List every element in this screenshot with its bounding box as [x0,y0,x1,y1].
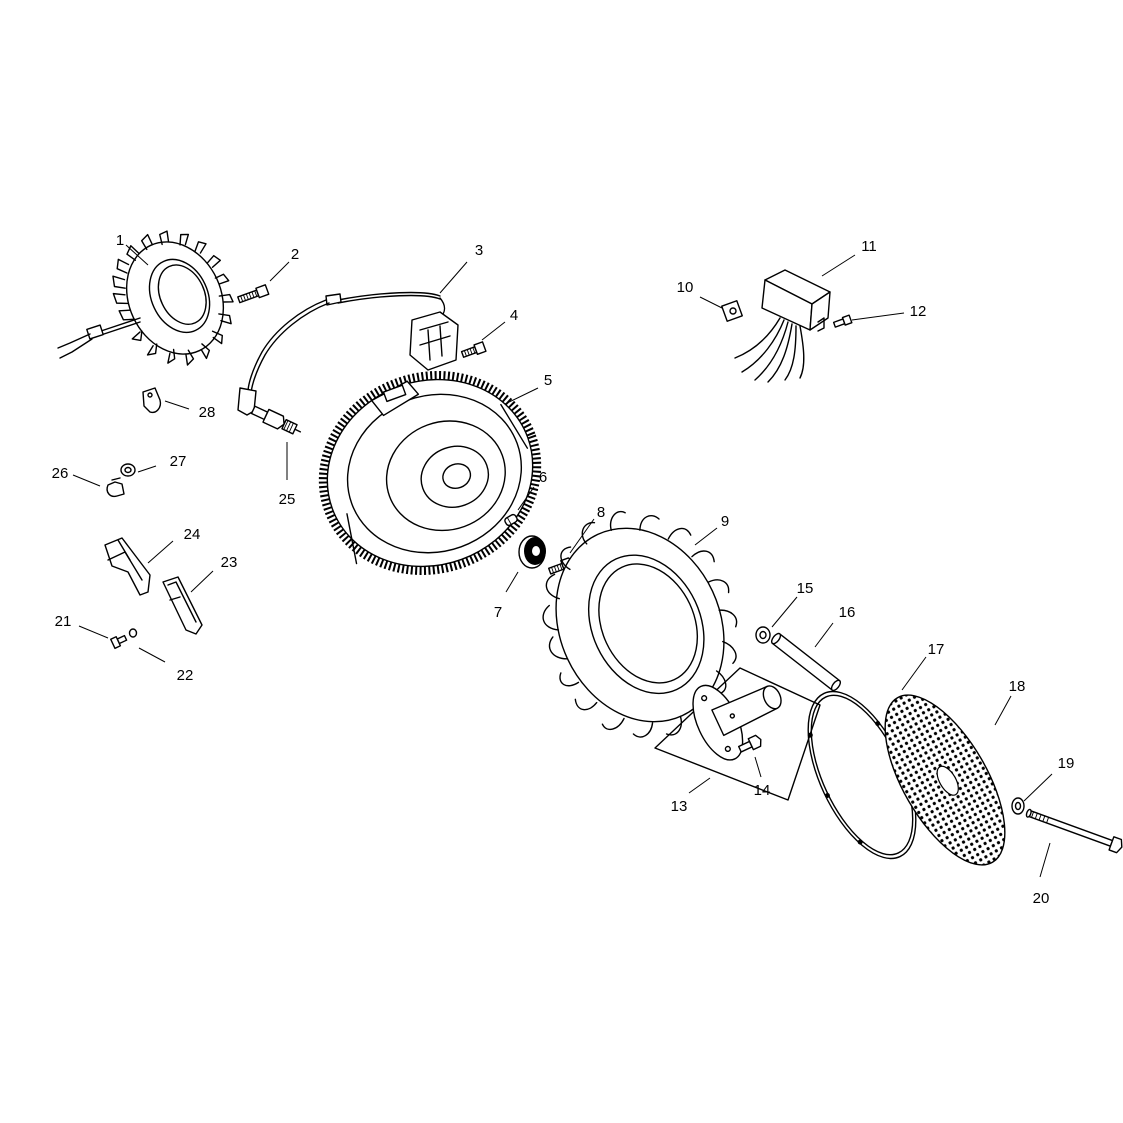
callout-6: 6 [539,469,547,486]
bolt-washer [1011,797,1025,815]
grass-screen [884,694,1006,866]
spacer-washer [755,626,771,644]
callout-25: 25 [279,491,296,508]
leader-lines [72,244,1053,878]
fan-adapter-assembly [654,667,821,801]
ignition-module [237,291,459,416]
regulator-screw [832,314,853,328]
callout-9: 9 [721,513,729,530]
callout-27: 27 [170,453,187,470]
callout-2: 2 [291,246,299,263]
callout-10: 10 [677,279,694,296]
callout-26: 26 [52,465,69,482]
callout-7: 7 [494,604,502,621]
flywheel [318,371,542,575]
module-screw [460,341,487,358]
callout-labels: 1 2 3 4 5 6 7 8 9 10 11 12 13 14 15 16 1… [52,232,1075,907]
small-screw [110,634,128,650]
callout-1: 1 [116,232,124,249]
callout-11: 11 [861,238,877,255]
spacer [770,632,842,692]
stator-screw [237,284,270,304]
callout-15: 15 [797,580,814,597]
callout-17: 17 [928,641,945,658]
callout-3: 3 [475,242,483,259]
callout-19: 19 [1058,755,1075,772]
small-washer [128,628,138,638]
long-bolt [1025,808,1123,854]
callout-5: 5 [544,372,552,389]
callout-12: 12 [910,303,927,320]
callout-14: 14 [754,782,771,799]
stator [57,230,234,366]
rectifier-regulator [734,269,831,383]
clip-nut [721,300,743,322]
callout-18: 18 [1009,678,1026,695]
callout-13: 13 [671,798,688,815]
callout-24: 24 [184,526,201,543]
callout-16: 16 [839,604,856,621]
wire-clip [142,387,162,414]
spring-clip [104,537,151,596]
callout-8: 8 [597,504,605,521]
adapter-screw [737,734,762,753]
spark-plug [250,405,302,435]
callout-28: 28 [199,404,216,421]
bracket [162,576,203,635]
washer [518,535,546,569]
callout-23: 23 [221,554,238,571]
callout-21: 21 [55,613,72,630]
callout-20: 20 [1033,890,1050,907]
callout-4: 4 [510,307,518,324]
callout-22: 22 [177,667,194,684]
clamp-washer [120,463,136,477]
cable-clamp [106,477,125,498]
flywheel-key [504,513,518,527]
